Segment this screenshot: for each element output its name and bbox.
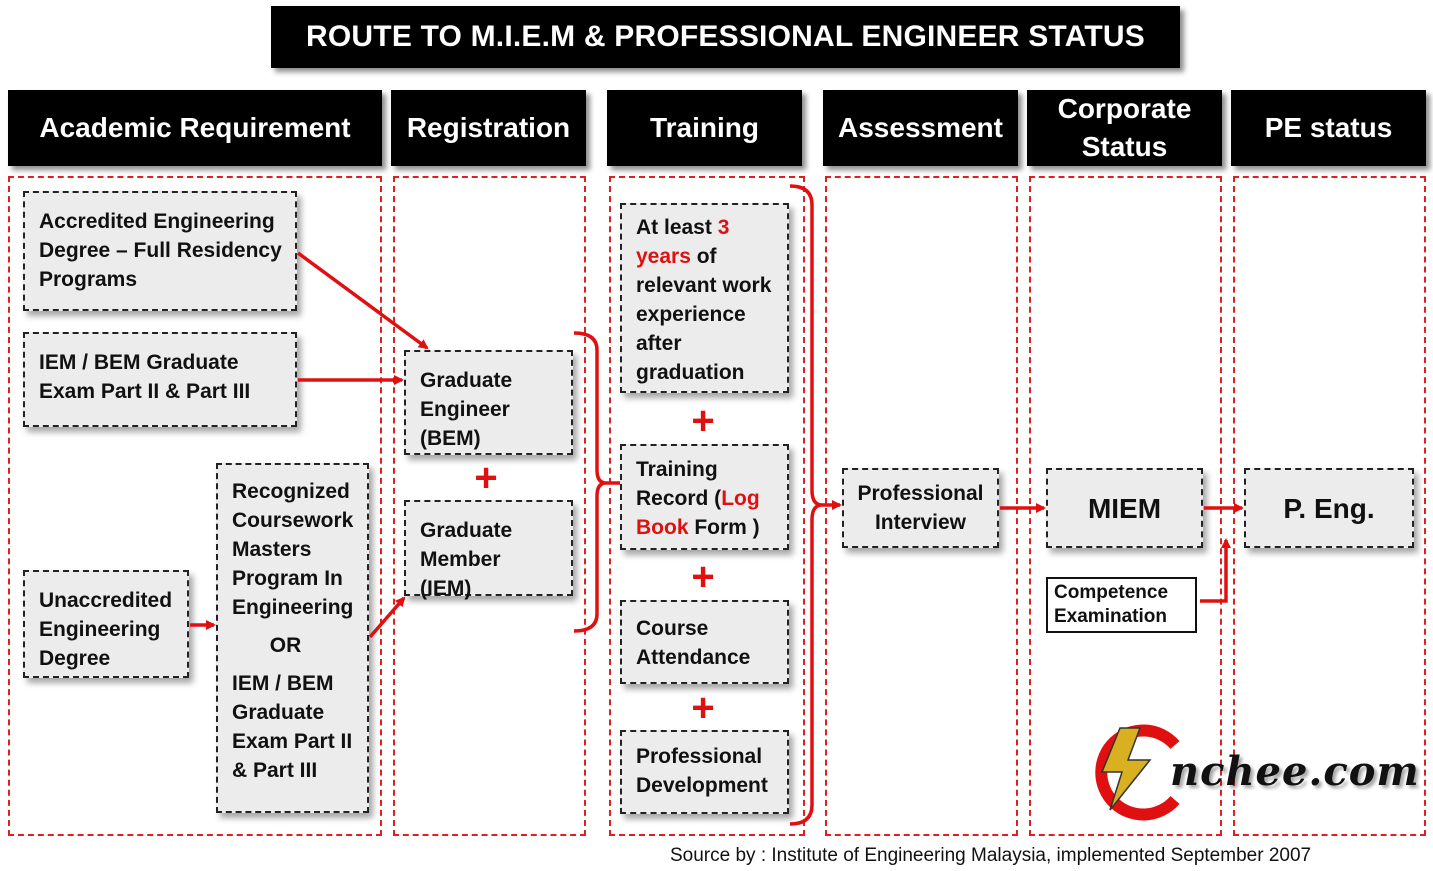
or-label: OR (269, 634, 302, 657)
work-experience-box: At least 3 years of relevant work experi… (620, 203, 789, 393)
graduate-exam-box: IEM / BEM Graduate Exam Part II & Part I… (23, 332, 297, 427)
graduate-engineer-line: Graduate (420, 369, 513, 392)
masters-exam-line: Graduate (232, 701, 325, 724)
work-experience-text: relevant work (636, 274, 772, 297)
logo-text: nchee.com (1170, 748, 1420, 795)
page-title: ROUTE TO M.I.E.M & PROFESSIONAL ENGINEER… (271, 6, 1180, 68)
work-experience-text: after (636, 332, 682, 355)
accredited-degree-line: Accredited Engineering (39, 210, 275, 233)
training-record-box: Training Record (Log Book Form ) (620, 444, 789, 550)
accredited-degree-box: Accredited Engineering Degree – Full Res… (23, 191, 297, 311)
column-header-academic: Academic Requirement (8, 90, 382, 166)
unaccredited-degree-line: Engineering (39, 618, 161, 641)
competence-examination-box: Competence Examination (1046, 577, 1197, 633)
column-header-registration: Registration (391, 90, 586, 166)
graduate-exam-line: Exam Part II & Part III (39, 380, 251, 403)
plus-sign: + (691, 399, 715, 443)
course-attendance-box: Course Attendance (620, 600, 789, 684)
unaccredited-degree-line: Unaccredited (39, 589, 173, 612)
professional-development-line: Professional (636, 745, 763, 768)
masters-line: Engineering (232, 596, 354, 619)
miem-box: MIEM (1046, 468, 1203, 548)
masters-line: Masters (232, 538, 312, 561)
competence-examination-line: Competence (1054, 582, 1169, 603)
training-record-text: Record ( (636, 487, 722, 510)
plus-sign: + (691, 686, 715, 730)
column-header-corporate: Corporate Status (1027, 90, 1222, 166)
column-header-training-label: Training (650, 112, 759, 143)
plus-sign: + (474, 456, 498, 500)
unaccredited-degree-box: Unaccredited Engineering Degree (23, 570, 189, 678)
source-caption: Source by : Institute of Engineering Mal… (670, 845, 1312, 866)
course-attendance-line: Attendance (636, 646, 751, 669)
graduate-exam-line: IEM / BEM Graduate (39, 351, 239, 374)
graduate-member-line: Graduate (420, 519, 513, 542)
training-record-text: Form ) (688, 516, 760, 539)
professional-interview-line: Interview (874, 511, 967, 534)
graduate-member-line: Member (420, 548, 501, 571)
column-header-registration-label: Registration (406, 112, 571, 143)
work-experience-text: of (690, 245, 717, 268)
masters-line: Program In (232, 567, 343, 590)
training-record-text: Training (636, 458, 718, 481)
masters-line: Recognized (232, 480, 350, 503)
column-header-pe-label: PE status (1264, 112, 1393, 143)
professional-development-box: Professional Development (620, 730, 789, 814)
column-header-assessment: Assessment (823, 90, 1018, 166)
miem-label: MIEM (1087, 492, 1162, 524)
graduate-member-line: (IEM) (420, 577, 472, 600)
professional-interview-box: Professional Interview (842, 468, 999, 548)
graduate-engineer-box: Graduate Engineer (BEM) (404, 350, 573, 455)
competence-examination-line: Examination (1054, 606, 1167, 627)
work-experience-years-word: years (636, 245, 691, 268)
graduate-engineer-line: Engineer (420, 398, 510, 421)
accredited-degree-line: Programs (39, 268, 138, 291)
column-header-corporate-line1: Corporate (1057, 93, 1192, 124)
masters-exam-line: & Part III (232, 759, 318, 782)
plus-sign: + (691, 555, 715, 599)
masters-exam-line: IEM / BEM (232, 672, 334, 695)
work-experience-years-number: 3 (717, 216, 730, 239)
professional-development-line: Development (636, 774, 768, 797)
unaccredited-degree-line: Degree (39, 647, 111, 670)
column-header-pe: PE status (1231, 90, 1426, 166)
masters-exam-line: Exam Part II (232, 730, 353, 753)
work-experience-text: experience (636, 303, 746, 326)
course-attendance-line: Course (636, 617, 709, 640)
graduate-member-box: Graduate Member (IEM) (404, 500, 573, 600)
column-header-assessment-label: Assessment (838, 112, 1003, 143)
accredited-degree-line: Degree – Full Residency (39, 239, 282, 262)
column-header-academic-label: Academic Requirement (39, 112, 351, 143)
work-experience-text: At least (636, 216, 718, 239)
column-header-corporate-line2: Status (1081, 131, 1168, 162)
professional-interview-line: Professional (857, 482, 984, 505)
page-title-text: ROUTE TO M.I.E.M & PROFESSIONAL ENGINEER… (306, 20, 1145, 53)
log-book-text: Book (636, 516, 689, 539)
p-eng-label: P. Eng. (1283, 492, 1375, 524)
work-experience-text: graduation (636, 361, 745, 384)
log-book-text: Log (721, 487, 760, 510)
masters-or-exam-box: Recognized Coursework Masters Program In… (216, 463, 369, 813)
column-header-training: Training (607, 90, 802, 166)
masters-line: Coursework (232, 509, 354, 532)
p-eng-box: P. Eng. (1244, 468, 1414, 548)
graduate-engineer-line: (BEM) (420, 427, 481, 450)
